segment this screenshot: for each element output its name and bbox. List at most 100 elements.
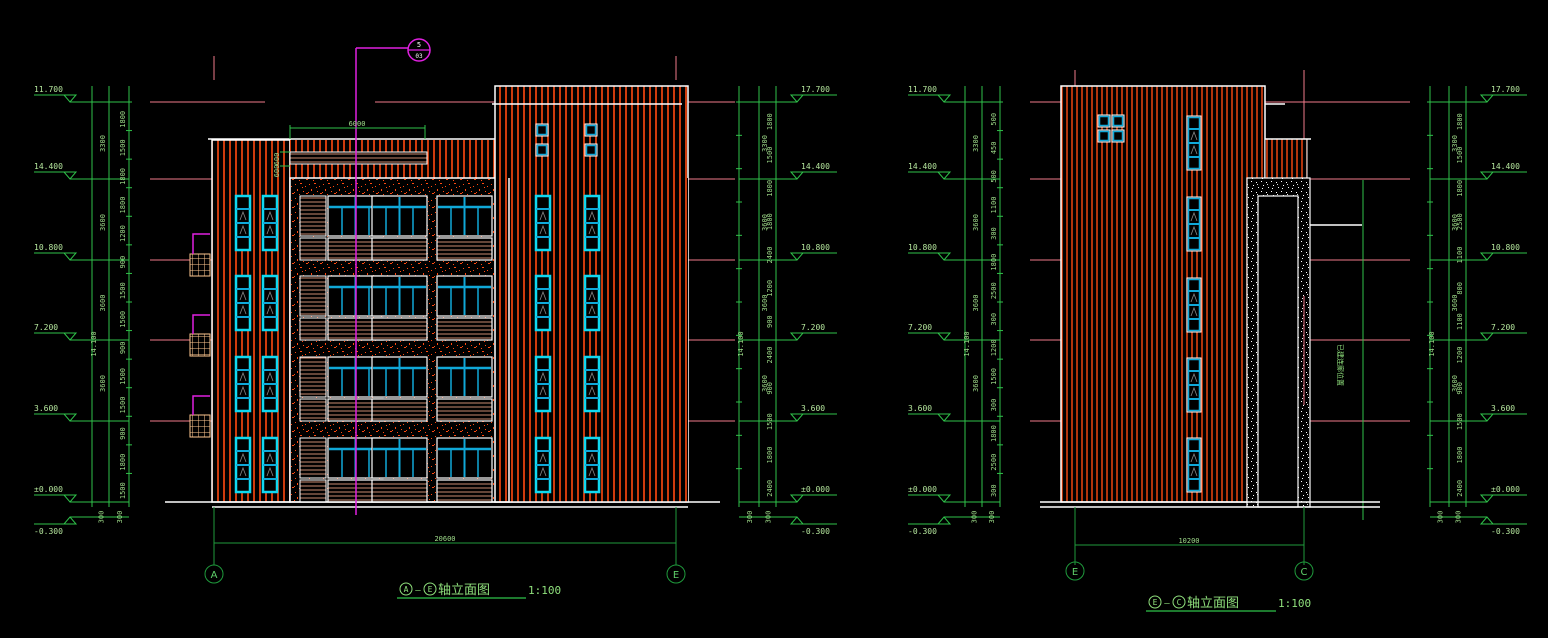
- right-elevation-e-c: 已建连廊位置 10200 E C E — C 轴立面图 1:100: [908, 70, 1527, 612]
- dimension-inner: 1800: [766, 180, 774, 197]
- louver-panel: [299, 479, 327, 503]
- svg-text:C: C: [1177, 598, 1182, 607]
- dimension-inner: 1500: [1456, 413, 1464, 430]
- window-vertical: [1186, 196, 1202, 252]
- drawing-scale: 1:100: [1278, 597, 1311, 610]
- axis-bubble-a: A: [204, 564, 224, 584]
- level-marker: ±0.000: [789, 485, 837, 503]
- window-vertical: [234, 436, 252, 494]
- dimension-inner: 1500: [119, 282, 127, 299]
- section-marker-number: 5: [417, 41, 421, 49]
- louver-panel: [299, 237, 327, 261]
- level-marker: ±0.000: [908, 485, 952, 503]
- level-label: 11.700: [908, 85, 937, 94]
- dimension-inner: 1500: [119, 397, 127, 414]
- window-wide: [370, 355, 429, 423]
- dimension-inner: 1800: [990, 254, 998, 271]
- dimension-inner: 1800: [990, 425, 998, 442]
- dimension-inner: 900: [766, 382, 774, 395]
- window-vertical: [583, 436, 601, 494]
- level-label: 10.800: [34, 243, 63, 252]
- level-marker: 3.600: [34, 404, 78, 422]
- axis-bubble-e: E: [666, 564, 686, 584]
- dimension-outer: 3600: [99, 214, 107, 231]
- window-vertical: [261, 274, 279, 332]
- level-marker: 14.400: [1479, 162, 1527, 180]
- dimension-total: 14.100: [90, 331, 98, 356]
- dimension-bottom: 300: [1437, 511, 1445, 524]
- dimension-outer: 3600: [1451, 214, 1459, 231]
- right-dimension-chain-left: 11.70014.40010.8007.2003.600±0.000-0.300…: [908, 85, 1003, 536]
- dimension-inner: 1800: [119, 197, 127, 214]
- dimension-bottom: 300: [98, 511, 106, 524]
- level-marker: -0.300: [789, 516, 837, 536]
- dimension-outer: 3600: [972, 375, 980, 392]
- dimension-inner: 1500: [119, 139, 127, 156]
- dimension-inner: 500: [990, 113, 998, 126]
- dimension-inner: 900: [766, 315, 774, 328]
- svg-text:6000: 6000: [349, 120, 366, 128]
- dimension-outer: 3600: [761, 375, 769, 392]
- window-wide: [370, 274, 429, 342]
- level-marker: 7.200: [34, 323, 78, 341]
- level-marker: -0.300: [34, 516, 78, 536]
- dimension-inner: 1200: [990, 339, 998, 356]
- level-label: 10.800: [908, 243, 937, 252]
- level-label: 14.400: [1491, 162, 1520, 171]
- level-label: 7.200: [908, 323, 932, 332]
- dimension-outer: 3300: [1451, 135, 1459, 152]
- dimension-outer: 3600: [761, 214, 769, 231]
- axis-bubble-e: E: [1065, 561, 1085, 581]
- dimension-inner: 1500: [766, 147, 774, 164]
- louver-panel: [299, 317, 327, 341]
- level-label: 7.200: [34, 323, 58, 332]
- dimension-inner: 1800: [766, 213, 774, 230]
- level-marker: 14.400: [34, 162, 78, 180]
- dimension-outer: 3300: [972, 135, 980, 152]
- level-marker: 11.700: [34, 85, 78, 103]
- level-label: 3.600: [34, 404, 58, 413]
- dimension-outer: 3600: [761, 295, 769, 312]
- window-wide: [435, 436, 494, 504]
- main-block-cladding: [1060, 85, 1266, 503]
- left-elevation-a-e: 5 03 6000 600 600 20600 A E: [34, 38, 837, 599]
- level-marker: 7.200: [1479, 323, 1527, 341]
- dimension-inner: 1800: [119, 168, 127, 185]
- drawing-title-text: 轴立面图: [1187, 596, 1239, 611]
- dimension-inner: 1500: [766, 413, 774, 430]
- louver-panel: [299, 437, 327, 479]
- dimension-inner: 1500: [990, 368, 998, 385]
- dimension-inner: 900: [1456, 382, 1464, 395]
- svg-text:E: E: [673, 570, 679, 581]
- svg-text:—: —: [415, 586, 421, 596]
- dimension-bottom: 300: [746, 511, 754, 524]
- window-vertical: [1186, 437, 1202, 493]
- window-wide: [370, 194, 429, 262]
- dimension-inner: 900: [119, 256, 127, 269]
- window-small: [584, 143, 598, 157]
- dimension-inner: 1500: [119, 368, 127, 385]
- dimension-inner: 300: [990, 399, 998, 412]
- dimension-inner: 500: [990, 170, 998, 183]
- window-vertical: [534, 436, 552, 494]
- window-vertical: [534, 194, 552, 252]
- louver-panel: [299, 195, 327, 237]
- window-small: [1097, 114, 1111, 128]
- dimension-outer: 3300: [761, 135, 769, 152]
- overall-width-dimension: 10200: [1074, 507, 1305, 565]
- level-marker: 14.400: [908, 162, 952, 180]
- window-vertical: [583, 274, 601, 332]
- window-small: [1111, 114, 1125, 128]
- level-marker: ±0.000: [1479, 485, 1527, 503]
- dimension-inner: 1800: [1456, 113, 1464, 130]
- dimension-inner: 2500: [990, 282, 998, 299]
- window-vertical: [234, 194, 252, 252]
- dimension-inner: 1100: [1456, 313, 1464, 330]
- dimension-inner: 1500: [119, 311, 127, 328]
- level-label: ±0.000: [34, 485, 63, 494]
- right-dimension-chain-right: 17.70014.40010.8007.2003.600±0.000-0.300…: [1427, 85, 1527, 536]
- overall-width-dimension: 20600: [213, 507, 677, 565]
- window-wide: [370, 436, 429, 504]
- svg-text:600: 600: [273, 153, 281, 166]
- window-small: [535, 123, 549, 137]
